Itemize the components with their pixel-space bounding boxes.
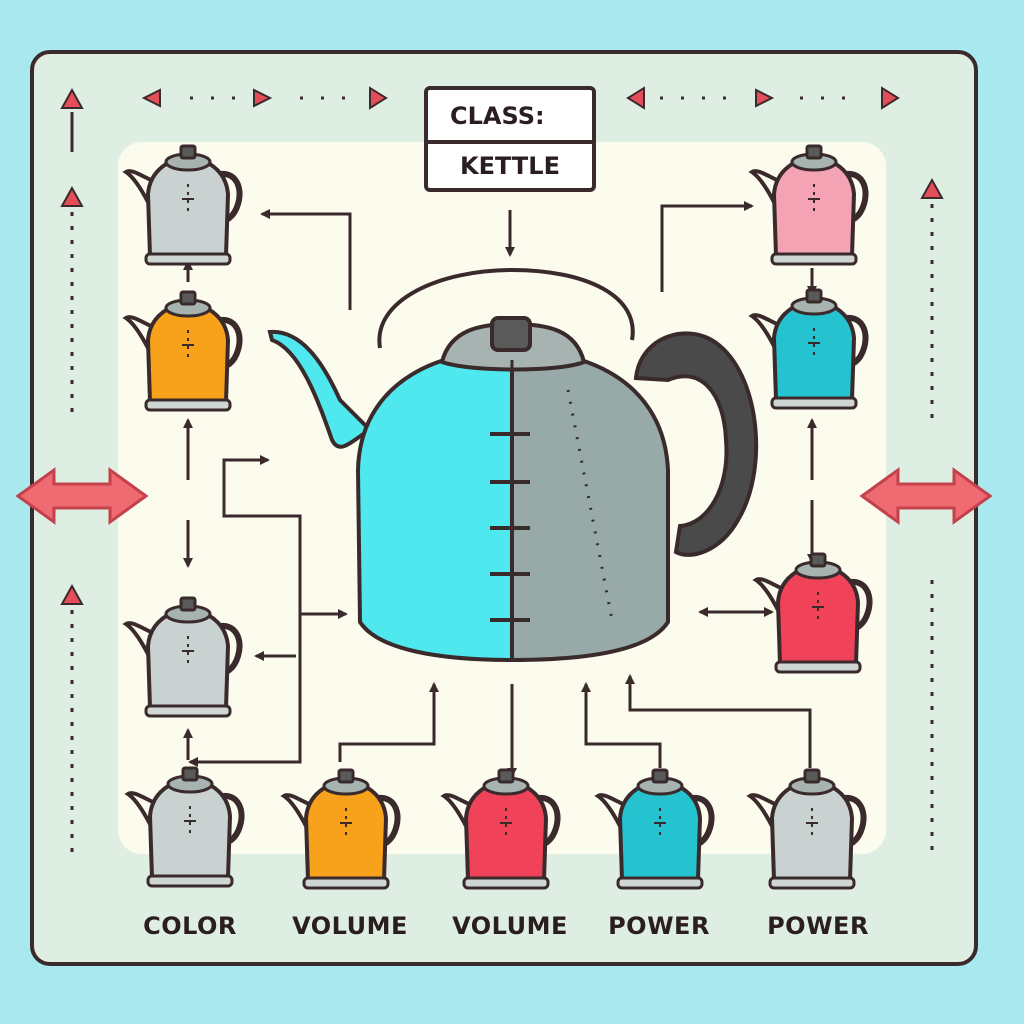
class-name: KETTLE — [460, 152, 560, 180]
kettle-gray-top-left — [126, 146, 240, 264]
attribute-label-volume-2: VOLUME — [452, 912, 568, 940]
kettle-power-teal-bottom — [598, 770, 712, 888]
class-box: CLASS: KETTLE — [424, 86, 596, 192]
right-double-arrow-icon — [860, 468, 992, 524]
attribute-label-color: COLOR — [143, 912, 237, 940]
attribute-label-power-2: POWER — [767, 912, 869, 940]
class-box-divider — [428, 140, 592, 144]
kettle-red-right — [756, 554, 870, 672]
kettle-power-silver-bottom — [750, 770, 864, 888]
class-label: CLASS: — [450, 102, 545, 130]
kettle-pink-top-right — [752, 146, 866, 264]
central-kettle-illustration — [267, 267, 759, 663]
border-dashed-arrows — [60, 86, 944, 860]
attribute-label-power-1: POWER — [608, 912, 710, 940]
kettle-teal-right — [752, 290, 866, 408]
attribute-label-volume-1: VOLUME — [292, 912, 408, 940]
kettle-volume-red-bottom — [444, 770, 558, 888]
kettle-silver-left — [126, 598, 240, 716]
left-double-arrow-icon — [16, 468, 148, 524]
kettle-color-bottom — [128, 768, 242, 886]
connector-lines — [183, 201, 817, 778]
kettle-orange-left — [126, 292, 240, 410]
kettle-volume-orange-bottom — [284, 770, 398, 888]
